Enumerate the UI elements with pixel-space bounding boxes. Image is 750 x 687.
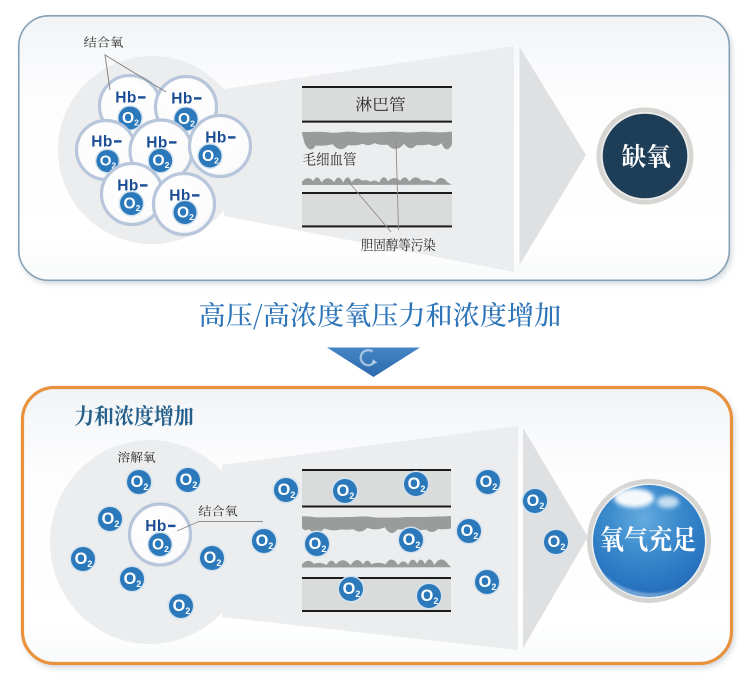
svg-text:2: 2 xyxy=(491,582,496,592)
svg-text:O: O xyxy=(309,535,322,553)
svg-text:O: O xyxy=(102,510,115,528)
svg-text:O: O xyxy=(180,471,193,489)
svg-text:2: 2 xyxy=(136,203,141,213)
svg-text:Hb: Hb xyxy=(171,91,192,108)
svg-text:O: O xyxy=(548,533,561,551)
svg-text:2: 2 xyxy=(433,596,438,606)
svg-text:O: O xyxy=(202,148,214,165)
svg-text:2: 2 xyxy=(192,480,197,490)
svg-text:2: 2 xyxy=(165,160,170,170)
svg-text:2: 2 xyxy=(190,119,195,129)
svg-text:2: 2 xyxy=(164,544,169,554)
svg-text:2: 2 xyxy=(189,212,194,222)
svg-text:2: 2 xyxy=(415,540,420,550)
svg-text:O: O xyxy=(278,481,291,499)
svg-text:2: 2 xyxy=(420,484,425,494)
svg-text:O: O xyxy=(204,549,217,567)
svg-text:O: O xyxy=(408,475,421,493)
svg-text:2: 2 xyxy=(349,491,354,501)
svg-text:Hb: Hb xyxy=(115,90,136,107)
svg-text:O: O xyxy=(461,522,474,540)
svg-text:2: 2 xyxy=(87,559,92,569)
svg-text:Hb: Hb xyxy=(205,130,226,147)
svg-text:O: O xyxy=(421,587,434,605)
svg-text:O: O xyxy=(480,473,493,491)
svg-text:2: 2 xyxy=(114,519,119,529)
svg-text:O: O xyxy=(527,492,540,510)
svg-text:2: 2 xyxy=(268,541,273,551)
svg-text:O: O xyxy=(403,531,416,549)
svg-text:Hb: Hb xyxy=(91,134,112,151)
svg-text:O: O xyxy=(479,573,492,591)
svg-text:O: O xyxy=(177,204,189,221)
svg-text:O: O xyxy=(75,550,88,568)
svg-text:O: O xyxy=(123,195,135,212)
svg-text:O: O xyxy=(152,536,164,553)
svg-text:2: 2 xyxy=(111,161,116,170)
svg-text:O: O xyxy=(122,110,134,127)
svg-text:O: O xyxy=(337,482,350,500)
svg-text:2: 2 xyxy=(539,501,544,511)
svg-text:2: 2 xyxy=(134,118,139,128)
svg-text:2: 2 xyxy=(143,482,148,492)
svg-text:2: 2 xyxy=(290,490,295,500)
svg-text:2: 2 xyxy=(560,542,565,552)
svg-text:2: 2 xyxy=(473,531,478,541)
svg-text:O: O xyxy=(152,152,164,169)
svg-text:2: 2 xyxy=(216,558,221,568)
svg-text:2: 2 xyxy=(185,606,190,616)
svg-text:2: 2 xyxy=(492,482,497,492)
svg-text:O: O xyxy=(100,153,112,170)
svg-text:O: O xyxy=(178,111,190,128)
svg-text:Hb: Hb xyxy=(146,135,167,152)
svg-text:Hb: Hb xyxy=(117,178,138,195)
svg-text:O: O xyxy=(173,597,186,615)
svg-text:2: 2 xyxy=(321,544,326,554)
svg-text:2: 2 xyxy=(355,589,360,599)
svg-text:O: O xyxy=(256,532,269,550)
svg-text:O: O xyxy=(131,473,144,491)
svg-text:O: O xyxy=(124,570,137,588)
svg-text:O: O xyxy=(343,580,356,598)
svg-text:2: 2 xyxy=(214,156,219,166)
svg-text:Hb: Hb xyxy=(145,518,166,535)
svg-text:2: 2 xyxy=(136,579,141,589)
